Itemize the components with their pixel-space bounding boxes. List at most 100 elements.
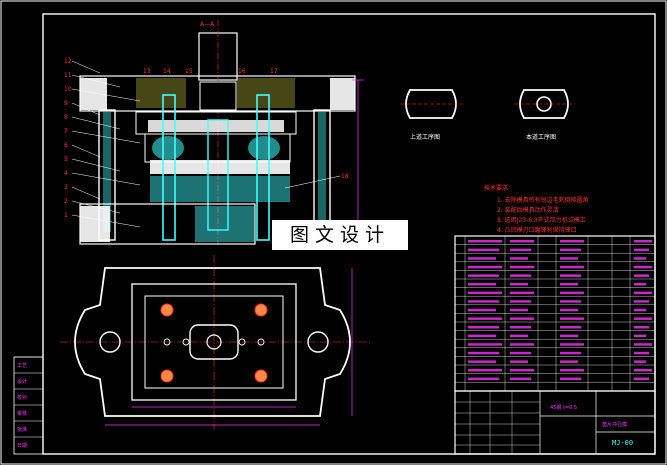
tech-req-item-2: 2. 装配后模具动作灵活 [497,206,559,214]
callout-8: 8 [64,114,68,121]
tech-req-item-4: 4. 凸凹模刃口磨锋利保持锋口 [497,226,577,234]
bom-entry-mark [634,248,649,252]
bom-entry-mark [560,343,584,346]
bom-entry-mark [560,334,578,338]
bom-entry-mark [510,257,528,260]
bom-entry-mark [468,265,502,269]
bom-entry-mark [468,248,499,252]
bom-entry-mark [510,248,531,252]
bom-entry-mark [510,283,528,286]
bom-entry-mark [634,291,652,295]
bom-entry-mark [560,291,584,295]
bom-entry-mark [560,369,584,372]
bom-entry-mark [510,360,528,363]
callout-7: 7 [64,128,68,135]
callout-4: 4 [64,170,68,177]
callout-17: 17 [270,68,278,75]
process-sketches: 上道工序图 本道工序图 [400,89,575,141]
bom-entry-mark [560,300,581,303]
bom-entry-mark [468,308,496,312]
bom-entry-mark [510,317,534,320]
callout-2: 2 [64,198,68,205]
callout-9: 9 [64,100,68,107]
callout-leader [71,88,141,102]
bom-entry-mark [468,334,496,338]
bom-entry-mark [510,377,531,381]
callout-5: 5 [64,156,68,163]
bom-entry-mark [634,257,646,260]
tech-req-item-3: 3. 选用J23-6.3开式压力机试模工 [497,216,586,224]
callout-1: 1 [64,212,68,219]
bom-entry-mark [560,360,578,363]
left-block-label: 设计 [17,378,27,385]
drawing-name: 垫片冲孔模 [602,421,627,428]
bom-entry-mark [468,343,502,346]
material-note: 45钢 t=0.5 [550,404,577,411]
bom-entry-mark [634,274,649,277]
bom-entry-mark [510,343,534,346]
bom-entry-mark [468,300,499,303]
bom-entry-mark [468,240,502,243]
bom-entry-mark [510,369,534,372]
callout-leader [71,172,141,186]
callout-leader [71,74,121,88]
left-block-label: 工艺 [17,363,27,369]
bom-entry-mark [560,257,578,260]
callout-13: 13 [143,68,151,75]
top-process-label: 上道工序图 [410,133,440,141]
bom-entry-mark [634,283,646,286]
parts-list [454,235,656,392]
bom-entry-mark [634,369,652,372]
left-block-label: 审核 [17,410,27,417]
title-block: 45钢 t=0.5 垫片冲孔模 MJ-00 [454,390,656,455]
bom-entry-mark [510,308,528,312]
bom-entry-mark [510,240,534,243]
bom-entry-mark [510,265,534,269]
callout-6: 6 [64,142,68,149]
drawing-number: MJ-00 [612,439,633,447]
bom-entry-mark [560,248,581,252]
section-view: A—A [79,20,364,245]
bom-entry-mark [560,283,578,286]
bom-entry-mark [468,283,496,286]
bom-entry-mark [510,291,534,295]
inner-frame [42,13,656,455]
callout-leader [71,130,141,144]
callout-10: 10 [64,86,72,93]
left-block-label: 校对 [17,394,27,401]
callout-leader [71,60,101,74]
bom-entry-mark [634,300,649,303]
callout-14: 14 [163,68,171,75]
bom-entry-mark [634,308,646,312]
bom-entry-mark [560,351,581,355]
bom-entry-mark [560,274,581,277]
bom-entry-mark [634,240,652,243]
bom-entry-mark [510,334,528,338]
callout-3: 3 [64,184,68,191]
bom-entry-mark [510,300,531,303]
bom-entry-mark [468,257,496,260]
bom-entry-mark [560,326,581,329]
section-label: A—A [200,21,215,28]
tech-requirements: 技术要求 1. 去除模具所有锐边毛刺倒棱圆角 2. 装配后模具动作灵活 3. 选… [484,184,589,234]
bom-entry-mark [634,334,646,338]
tech-req-title: 技术要求 [484,184,508,192]
plan-view [60,255,370,430]
callout-leader [71,116,121,130]
bom-entry-mark [468,351,499,355]
bom-entry-mark [634,343,652,346]
bom-entry-mark [468,360,496,363]
callout-11: 11 [64,72,72,79]
bom-entry-mark [468,377,499,381]
callout-12: 12 [64,58,72,65]
callout-leader [71,144,101,158]
bom-entry-mark [634,317,652,320]
bom-entry-mark [634,360,646,363]
bom-entry-mark [510,274,531,277]
bom-entry-mark [510,351,531,355]
bom-entry-mark [634,326,649,329]
bom-entry-mark [560,377,581,381]
